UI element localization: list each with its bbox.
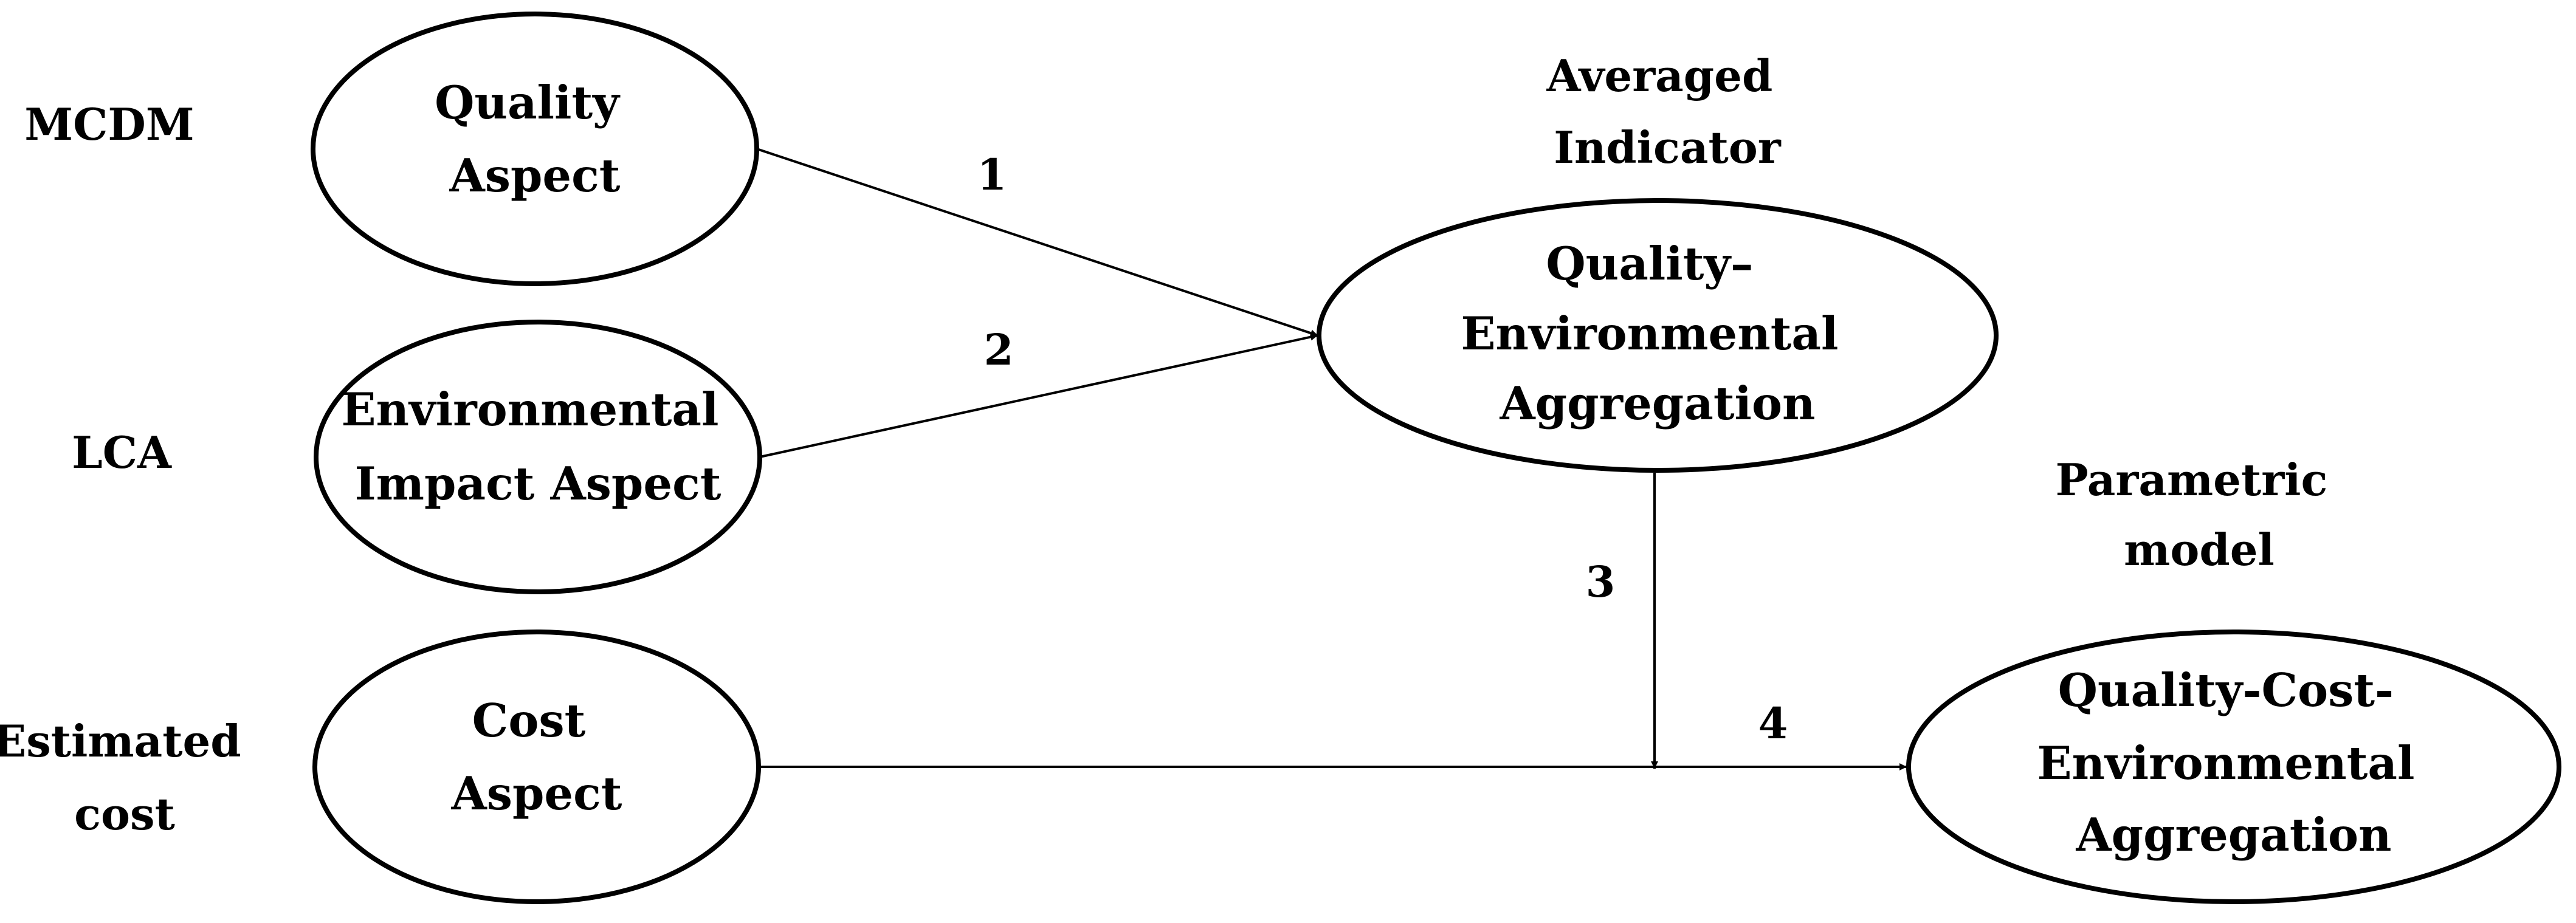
edge-2-label: 2: [984, 324, 1014, 375]
edge-3-label: 3: [1586, 557, 1616, 607]
row-label-lca: LCA: [72, 427, 172, 478]
row-label-estimated-cost: Estimated cost: [0, 715, 257, 840]
node-environmental-impact-aspect: [314, 320, 762, 594]
edge-1: [756, 148, 1318, 337]
node-cost-aspect: [312, 630, 761, 904]
node-quality-aspect: [311, 12, 759, 286]
node-quality-environmental-aggregation: [1317, 198, 1999, 473]
node-quality-cost-environmental-aggregation: [1906, 630, 2561, 904]
quality-environmental-aggregation-label: Quality– Environmental Aggregation: [1461, 237, 1854, 430]
quality-aspect-label: Quality Aspect: [435, 76, 635, 202]
quality-cost-environmental-aggregation-label: Quality-Cost- Environmental Aggregation: [2037, 664, 2430, 862]
environmental-impact-aspect-label: Environmental Impact Aspect: [341, 383, 734, 510]
row-label-mcdm: MCDM: [24, 98, 194, 150]
edge-2: [759, 333, 1318, 458]
edge-1-label: 1: [977, 149, 1007, 200]
cost-aspect-label: Cost Aspect: [451, 694, 622, 820]
averaged-indicator-heading: Averaged Indicator: [1546, 50, 1788, 173]
edge-4-label: 4: [1758, 698, 1788, 749]
parametric-model-heading: Parametric model: [2056, 454, 2343, 575]
